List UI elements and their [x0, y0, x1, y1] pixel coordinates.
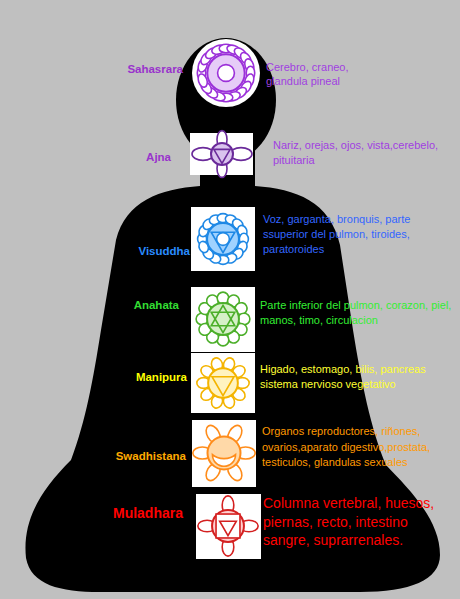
body-areas: Voz, garganta, bronquis, parte ssuperior… — [263, 212, 455, 257]
symbol-triangle — [220, 521, 237, 535]
symbol-ground — [196, 494, 261, 559]
symbol-ground — [192, 39, 260, 107]
chakra-symbol — [192, 39, 260, 107]
chakra-name: Anahata — [134, 298, 179, 312]
body-areas: Organos reproductores, riñones, ovarios,… — [262, 424, 456, 471]
body-areas: Higado, estomago, bilis, pancreas sistem… — [260, 362, 430, 392]
symbol-ground — [191, 287, 255, 352]
body-areas-label: Columna vertebral, huesos, piernas, rect… — [263, 494, 455, 550]
symbol-disc — [207, 54, 244, 91]
symbol-crescent — [212, 455, 235, 467]
chakra-name: Ajna — [146, 150, 171, 164]
chakra-symbol — [192, 420, 256, 487]
body-areas-label: Cerebro, craneo, glandula pineal — [266, 60, 386, 88]
chakra-symbol — [196, 494, 261, 559]
body-areas-label: Nariz, orejas, ojos, vista,cerebelo, pit… — [273, 138, 453, 168]
chakra-name-label: Swadhistana — [116, 449, 186, 463]
symbol-ground — [192, 420, 256, 487]
chakra-name-label: Sahasrara — [127, 62, 183, 76]
chakra-name-label: Visuddha — [138, 244, 190, 258]
chakra-name-label: Ajna — [146, 150, 171, 164]
symbol-disc — [212, 510, 244, 542]
symbol-triangle — [211, 312, 235, 332]
chakra-symbol — [191, 353, 255, 413]
chakra-name-label: Muladhara — [113, 505, 183, 522]
body-areas-label: Organos reproductores, riñones, ovarios,… — [262, 424, 456, 471]
chakra-name: Manipura — [136, 370, 187, 384]
body-areas-label: Higado, estomago, bilis, pancreas sistem… — [260, 362, 430, 392]
symbol-square — [216, 514, 240, 538]
body-areas: Cerebro, craneo, glandula pineal — [266, 60, 386, 88]
chakra-name-label: Manipura — [136, 370, 187, 384]
symbol-disc — [208, 437, 241, 470]
chakra-symbol — [190, 131, 253, 178]
symbol-disc — [207, 223, 239, 255]
chakra-name: Sahasrara — [127, 62, 183, 76]
symbol-triangle — [212, 377, 234, 396]
symbol-disc — [211, 143, 233, 165]
symbol-circle — [217, 233, 230, 246]
symbol-triangle — [211, 232, 235, 252]
symbol-disc — [208, 368, 238, 398]
body-areas-label: Voz, garganta, bronquis, parte ssuperior… — [263, 212, 455, 257]
symbol-disc — [207, 303, 239, 335]
chakra-symbol — [191, 207, 255, 271]
chakra-name: Visuddha — [138, 244, 190, 258]
chakra-name: Swadhistana — [116, 449, 186, 463]
body-areas: Parte inferior del pulmon, corazon, piel… — [260, 298, 454, 328]
symbol-circle — [218, 65, 235, 82]
symbol-ground — [191, 207, 255, 271]
symbol-triangle — [214, 149, 230, 163]
body-areas: Columna vertebral, huesos, piernas, rect… — [263, 494, 455, 550]
body-areas-label: Parte inferior del pulmon, corazon, piel… — [260, 298, 454, 328]
chakra-symbols — [190, 39, 261, 559]
symbol-ground — [191, 353, 255, 413]
chakra-symbol — [191, 287, 255, 352]
body-areas: Nariz, orejas, ojos, vista,cerebelo, pit… — [273, 138, 453, 168]
symbol-triangle — [211, 305, 235, 325]
chakra-name: Muladhara — [113, 505, 183, 522]
chakra-name-label: Anahata — [134, 298, 179, 312]
